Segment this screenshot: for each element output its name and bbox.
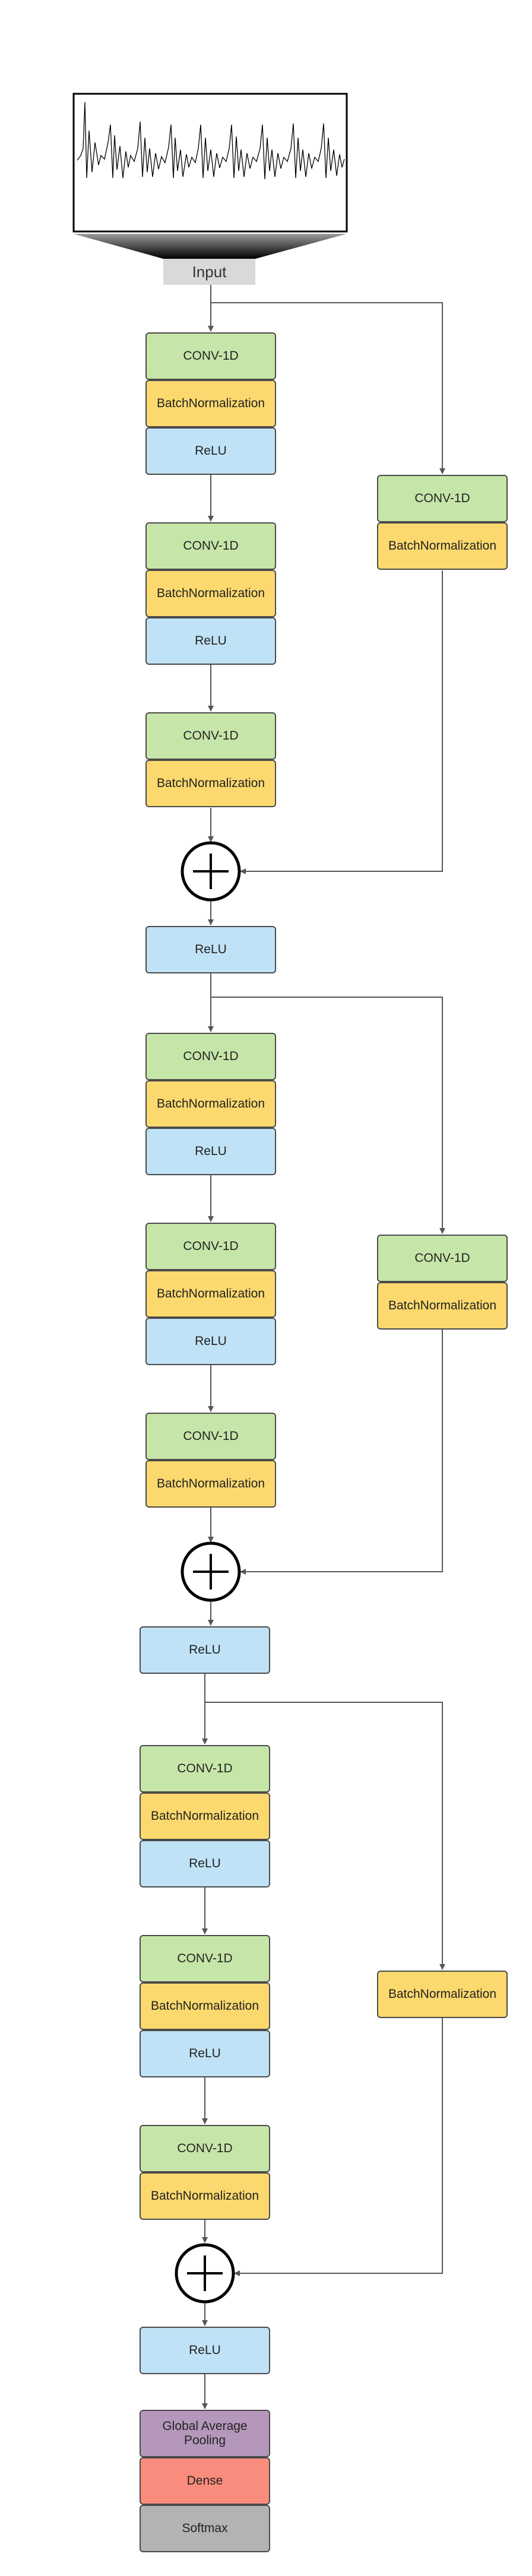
block2-stage3-batchnorm: BatchNormalization — [145, 1460, 276, 1508]
block1-stage1-batchnorm: BatchNormalization — [145, 380, 276, 427]
block3-stage3-batchnorm: BatchNormalization — [140, 2172, 270, 2220]
dense-layer: Dense — [140, 2457, 270, 2505]
block1-shortcut-conv1d: CONV-1D — [377, 475, 508, 522]
block3-stage2-conv1d: CONV-1D — [140, 1935, 270, 1982]
add-node-2 — [180, 1541, 241, 1602]
block3-stage2-relu: ReLU — [140, 2030, 270, 2077]
block2-stage1-relu: ReLU — [145, 1128, 276, 1175]
block2-output-relu: ReLU — [140, 1626, 270, 1674]
block2-stage2-relu: ReLU — [145, 1318, 276, 1365]
block1-output-relu: ReLU — [145, 926, 276, 973]
block2-stage3-conv1d: CONV-1D — [145, 1413, 276, 1460]
softmax-layer: Softmax — [140, 2505, 270, 2552]
input-signal-waveform — [77, 101, 345, 180]
connectors — [202, 285, 445, 2409]
block2-stage2-batchnorm: BatchNormalization — [145, 1270, 276, 1318]
block3-stage1-conv1d: CONV-1D — [140, 1745, 270, 1793]
block1-stage1-relu: ReLU — [145, 427, 276, 475]
block1-stage3-conv1d: CONV-1D — [145, 712, 276, 760]
block3-stage3-conv1d: CONV-1D — [140, 2125, 270, 2172]
block1-shortcut-batchnorm: BatchNormalization — [377, 522, 508, 570]
block2-stage2-conv1d: CONV-1D — [145, 1223, 276, 1270]
block1-stage2-batchnorm: BatchNormalization — [145, 570, 276, 617]
block1-stage3-batchnorm: BatchNormalization — [145, 760, 276, 807]
block1-stage1-conv1d: CONV-1D — [145, 332, 276, 380]
add-node-1 — [180, 841, 241, 902]
block3-output-relu: ReLU — [140, 2327, 270, 2374]
block1-stage2-relu: ReLU — [145, 617, 276, 665]
input-funnel — [74, 234, 347, 259]
block2-shortcut-batchnorm: BatchNormalization — [377, 1282, 508, 1330]
block3-shortcut-batchnorm: BatchNormalization — [377, 1971, 508, 2018]
input-signal-frame — [72, 93, 348, 233]
block3-stage1-relu: ReLU — [140, 1840, 270, 1887]
block2-stage1-conv1d: CONV-1D — [145, 1033, 276, 1080]
block1-stage2-conv1d: CONV-1D — [145, 522, 276, 570]
block2-shortcut-conv1d: CONV-1D — [377, 1235, 508, 1282]
block3-stage1-batchnorm: BatchNormalization — [140, 1793, 270, 1840]
block2-stage1-batchnorm: BatchNormalization — [145, 1080, 276, 1128]
block3-stage2-batchnorm: BatchNormalization — [140, 1982, 270, 2030]
add-node-3 — [175, 2243, 235, 2304]
input-label: Input — [163, 259, 255, 285]
global-average-pooling: Global Average Pooling — [140, 2410, 270, 2457]
